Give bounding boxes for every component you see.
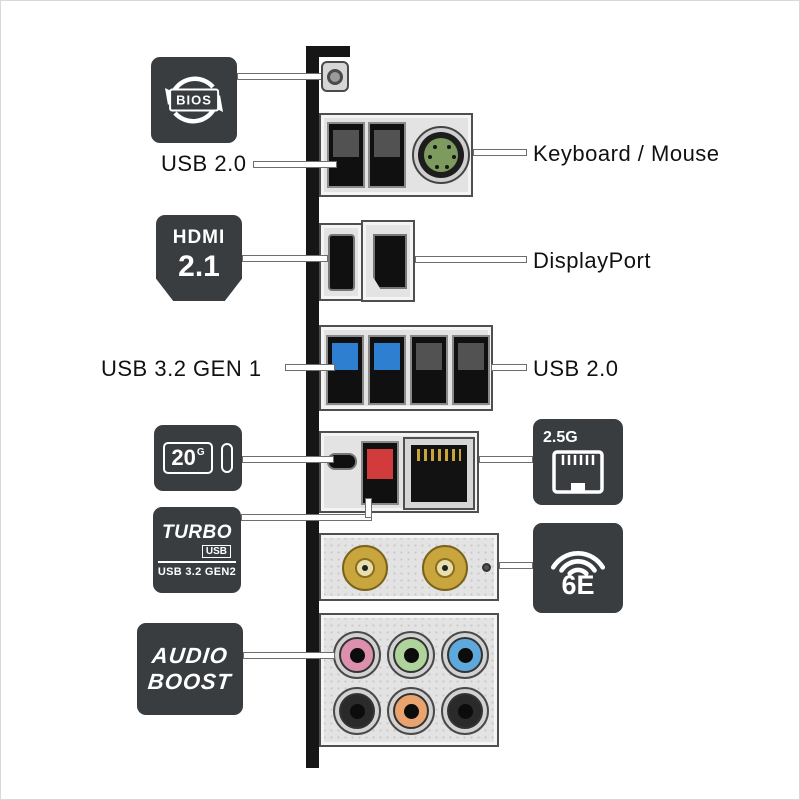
hdmi-21-badge: HDMI 2.1 — [156, 215, 242, 301]
wifi-antenna-block — [319, 533, 499, 601]
hdmi-version-label: 2.1 — [178, 249, 220, 283]
connector-line-turbo-v — [365, 498, 372, 518]
wifi-antenna-connector — [422, 545, 468, 591]
audio-label: AUDIO — [150, 642, 230, 668]
displayport-port — [373, 234, 407, 289]
connector-line-bios — [237, 73, 325, 80]
motherboard-edge-tab — [306, 46, 350, 57]
boost-label: BOOST — [147, 669, 233, 694]
audio-jack-mic — [333, 631, 381, 679]
usb32-gen1-port — [326, 335, 364, 405]
usb32-gen2-port-red — [361, 441, 399, 505]
connector-line-usb20-right — [491, 364, 527, 371]
usb32gen1-label: USB 3.2 GEN 1 — [101, 356, 262, 381]
usbc-usba-lan-port-block — [319, 431, 479, 513]
connector-line-displayport — [415, 256, 527, 263]
jack-hole — [403, 647, 419, 663]
usb-tongue — [333, 130, 359, 157]
connector-line-turbo-h — [241, 514, 372, 521]
turbo-usb-badge: TURBO USB USB 3.2 GEN2 — [153, 507, 241, 593]
jack-hole — [349, 647, 365, 663]
connector-line-lan — [479, 456, 533, 463]
sma-center-pin — [362, 565, 368, 571]
usb-tongue-red — [367, 449, 393, 479]
jack-hole — [457, 703, 473, 719]
usb32-usb2-port-block — [319, 325, 493, 411]
wifi-antenna-connector — [342, 545, 388, 591]
connector-line-usb32gen1 — [285, 364, 335, 371]
connector-line-wifi — [499, 562, 533, 569]
lan-port-pins — [417, 449, 461, 461]
mounting-hole — [482, 563, 491, 572]
turbo-label: TURBO — [161, 521, 233, 543]
usb20-left-label: USB 2.0 — [161, 151, 247, 176]
jack-hole — [403, 703, 419, 719]
hdmi-port — [328, 234, 355, 291]
usb-tongue-blue — [332, 343, 358, 370]
usb2-port — [327, 122, 365, 188]
jack-hole — [457, 647, 473, 663]
wifi-6e-badge: 6E — [533, 523, 623, 613]
connector-line-20g — [242, 456, 334, 463]
20g-unit: G — [196, 447, 205, 458]
audio-boost-badge: AUDIO BOOST — [137, 623, 243, 715]
displayport-label: DisplayPort — [533, 248, 651, 273]
usb-tongue — [416, 343, 442, 370]
lan-port-inner — [411, 445, 467, 502]
lan-speed-label: 2.5G — [543, 429, 578, 446]
flash-bios-button-core — [327, 68, 343, 85]
audio-jack-line-in — [441, 631, 489, 679]
sma-center-pin — [442, 565, 448, 571]
audio-jack-side-out — [441, 687, 489, 735]
usb32-gen1-port — [368, 335, 406, 405]
connector-line-audio — [243, 652, 335, 659]
lan-port — [403, 437, 475, 510]
audio-jack-rear-out — [333, 687, 381, 735]
usb2-port — [410, 335, 448, 405]
usb-tongue — [458, 343, 484, 370]
motherboard-edge-bar — [306, 46, 319, 768]
jack-hole — [349, 703, 365, 719]
jack-ring-green — [393, 637, 429, 673]
ps2-keyboard-mouse-port — [412, 126, 470, 184]
usb2-ps2-port-block — [319, 113, 473, 197]
flash-bios-button — [321, 61, 349, 92]
turbo-gen2-label: USB 3.2 GEN2 — [157, 560, 237, 578]
connector-line-hdmi — [242, 255, 328, 262]
keyboard-mouse-label: Keyboard / Mouse — [533, 141, 720, 166]
audio-jack-line-out — [387, 631, 435, 679]
connector-line-usb20-left — [253, 161, 337, 168]
connector-line-keyboard-mouse — [473, 149, 527, 156]
20g-value: 20 — [171, 445, 196, 470]
bios-flashback-badge: BIOS — [151, 57, 237, 143]
hdmi-brand-label: HDMI — [172, 226, 226, 248]
bios-label: BIOS — [169, 88, 219, 112]
usb-tongue — [374, 130, 400, 157]
audio-jack-block — [319, 613, 499, 747]
usb20-right-label: USB 2.0 — [533, 356, 619, 381]
wifi-6e-label: 6E — [561, 569, 595, 600]
wifi-signal-icon — [550, 550, 606, 576]
usb-c-icon — [220, 443, 233, 473]
usb2-port — [368, 122, 406, 188]
usb-tongue-blue — [374, 343, 400, 370]
turbo-usb-chip: USB — [201, 544, 231, 558]
hdmi-port-housing — [319, 223, 363, 301]
lan-25g-badge: 2.5G — [533, 419, 623, 505]
usb2-port — [452, 335, 490, 405]
displayport-housing — [361, 220, 415, 302]
ethernet-port-icon — [552, 450, 604, 494]
audio-jack-center-sub — [387, 687, 435, 735]
